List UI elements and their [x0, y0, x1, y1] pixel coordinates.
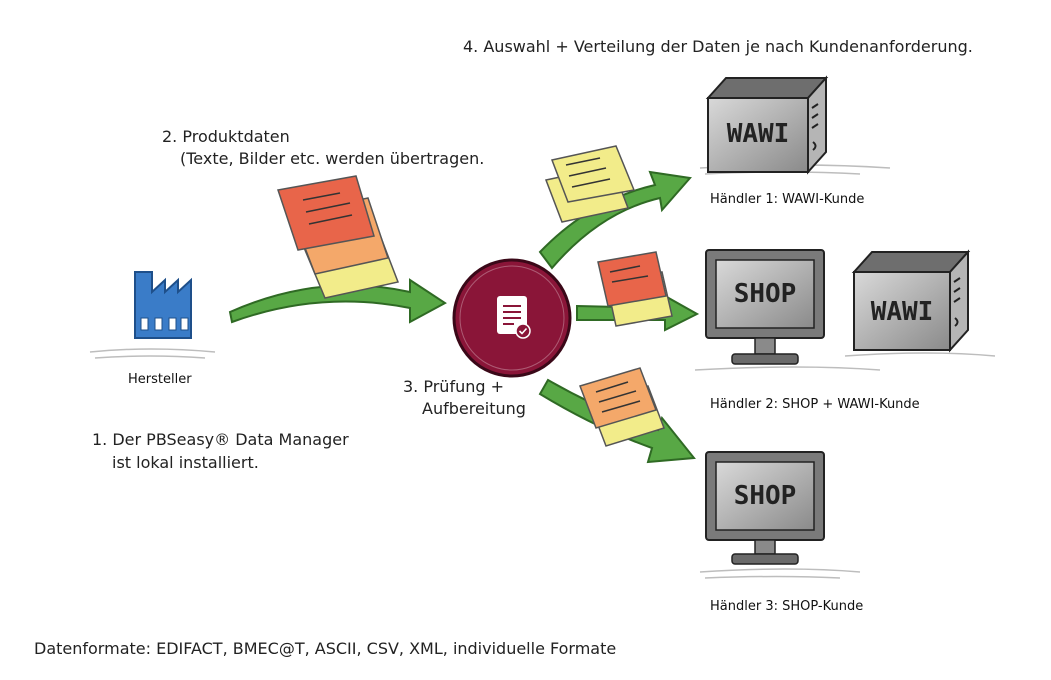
document-stack-dealer-1 — [544, 145, 636, 223]
step-3-title: 3. Prüfung + — [403, 377, 504, 396]
step-3-detail: Aufbereitung — [422, 399, 526, 418]
shop-label-1: SHOP — [734, 279, 797, 309]
step-1-title: 1. Der PBSeasy® Data Manager — [92, 430, 349, 449]
document-stack-dealer-2 — [597, 251, 673, 327]
ground-lines — [89, 164, 996, 579]
arrow-manufacturer-to-hub — [228, 278, 447, 324]
step-4-label: 4. Auswahl + Verteilung der Daten je nac… — [463, 37, 973, 56]
shop-label-2: SHOP — [734, 481, 797, 511]
wawi-computer-dealer-1: WAWI — [705, 75, 829, 175]
factory-icon — [134, 271, 192, 339]
document-check-icon — [497, 296, 531, 339]
manufacturer-label: Hersteller — [128, 372, 192, 387]
wawi-label-2: WAWI — [871, 297, 934, 327]
step-2-title: 2. Produktdaten — [162, 127, 290, 146]
step-1-detail: ist lokal installiert. — [112, 453, 259, 472]
wawi-label-1: WAWI — [727, 119, 790, 149]
step-2-detail: (Texte, Bilder etc. werden übertragen. — [180, 149, 485, 168]
data-formats-footer: Datenformate: EDIFACT, BMEC@T, ASCII, CS… — [34, 639, 617, 658]
shop-monitor-dealer-2: SHOP — [705, 249, 825, 365]
hub-data-manager — [452, 258, 572, 378]
dealer-1-label: Händler 1: WAWI-Kunde — [710, 192, 865, 207]
wawi-computer-dealer-2: WAWI — [851, 249, 971, 353]
dealer-2-label: Händler 2: SHOP + WAWI-Kunde — [710, 397, 920, 412]
document-stack-main — [277, 175, 400, 299]
document-stack-dealer-3 — [579, 367, 665, 447]
shop-monitor-dealer-3: SHOP — [705, 451, 825, 565]
dealer-3-label: Händler 3: SHOP-Kunde — [710, 599, 864, 614]
